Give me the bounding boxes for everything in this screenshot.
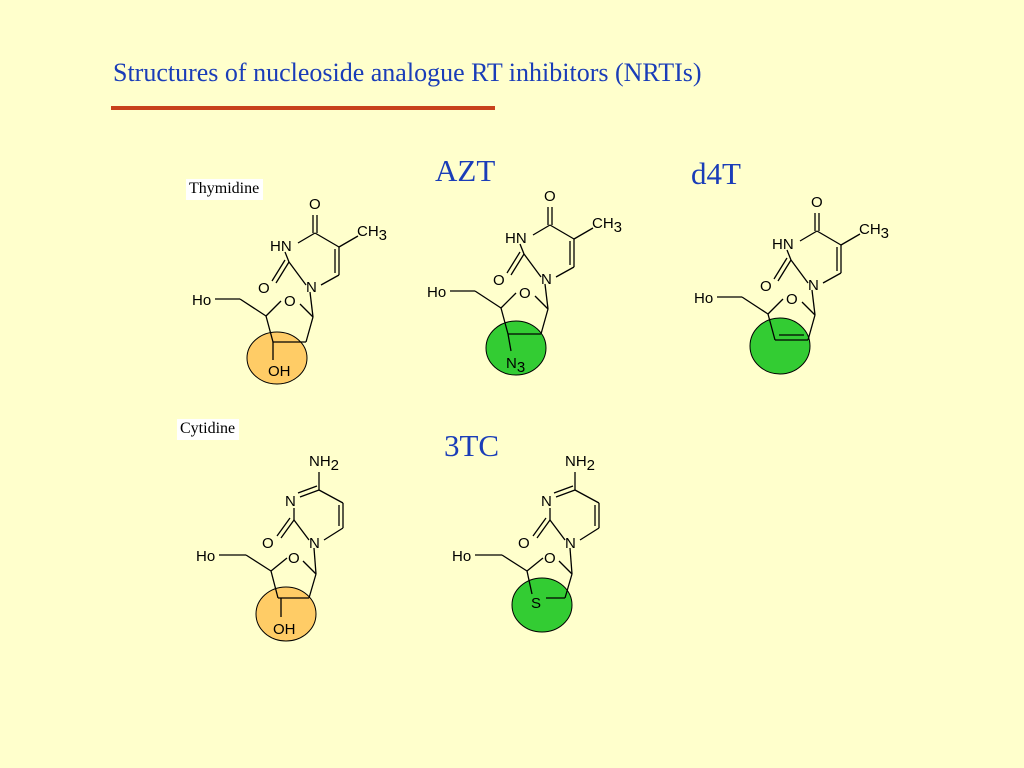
slide-title: Structures of nucleoside analogue RT inh… (113, 58, 702, 87)
atom-n: N (541, 271, 552, 288)
atom-n3: N3 (506, 355, 525, 376)
3tc-sugar-highlight (511, 577, 573, 633)
d4t-sugar-highlight (749, 317, 811, 375)
thymidine-sugar-highlight (246, 331, 308, 385)
atom-o: O (309, 196, 321, 213)
atom-oh: OH (273, 621, 296, 638)
atom-hn: HN (772, 236, 794, 253)
atom-o: O (811, 194, 823, 211)
atom-o: O (544, 188, 556, 205)
thymidine-label: Thymidine (186, 179, 264, 200)
atom-hn: HN (505, 230, 527, 247)
atom-o: O (284, 293, 296, 310)
atom-n: N (309, 535, 320, 552)
atom-n: N (306, 279, 317, 296)
cytidine-sugar-highlight (255, 586, 317, 642)
atom-hn: HN (270, 238, 292, 255)
atom-o: O (544, 550, 556, 567)
atom-o: O (519, 285, 531, 302)
atom-o: O (786, 291, 798, 308)
atom-o: O (288, 550, 300, 567)
atom-o: O (493, 272, 505, 289)
atom-n: N (285, 493, 296, 510)
atom-ho: Ho (694, 290, 713, 307)
atom-ch3: CH3 (357, 223, 387, 244)
atom-ch3: CH3 (592, 215, 622, 236)
atom-ho: Ho (427, 284, 446, 301)
atom-ho: Ho (192, 292, 211, 309)
atom-ho: Ho (452, 548, 471, 565)
atom-o: O (518, 535, 530, 552)
3tc-label: 3TC (444, 428, 500, 463)
atom-ho: Ho (196, 548, 215, 565)
atom-n: N (565, 535, 576, 552)
atom-ch3: CH3 (859, 221, 889, 242)
atom-oh: OH (268, 363, 291, 380)
title-underline (111, 106, 495, 110)
cytidine-label: Cytidine (177, 419, 240, 440)
d4t-label: d4T (691, 156, 741, 191)
atom-o: O (760, 278, 772, 295)
atom-nh2: NH2 (309, 453, 339, 474)
atom-n: N (541, 493, 552, 510)
atom-o: O (258, 280, 270, 297)
atom-o: O (262, 535, 274, 552)
atom-s: S (531, 595, 541, 612)
azt-label: AZT (435, 153, 496, 188)
atom-nh2: NH2 (565, 453, 595, 474)
atom-n: N (808, 277, 819, 294)
